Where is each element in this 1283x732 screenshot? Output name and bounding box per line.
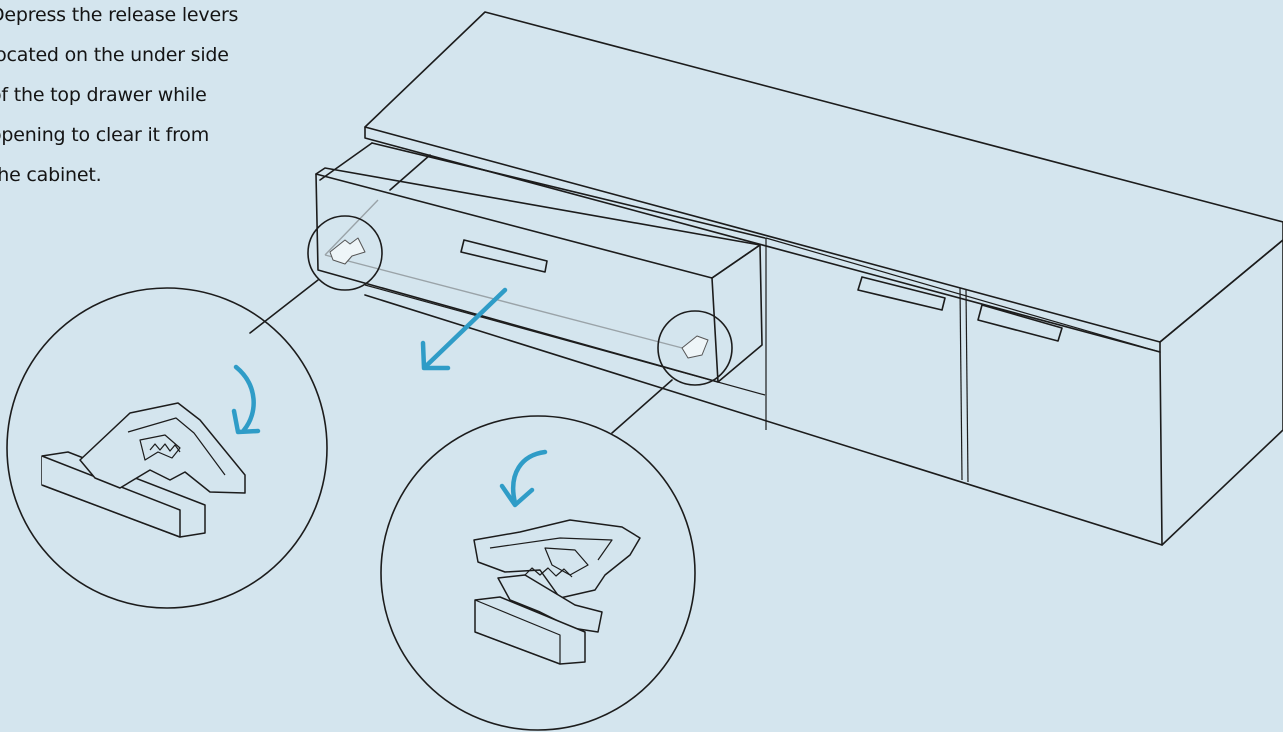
pull-arrow-head — [420, 340, 451, 371]
cabinet-side-right — [1159, 239, 1283, 546]
lever-right-teeth — [524, 567, 573, 578]
lever-right-top — [473, 519, 641, 599]
drawer — [315, 142, 766, 383]
detail-circle-left — [6, 287, 328, 609]
lever-left-body — [79, 402, 246, 494]
door-left-handle — [857, 276, 946, 311]
pull-direction-arrow — [420, 287, 508, 371]
door-left-edge — [765, 237, 1161, 353]
cabinet-top — [364, 11, 1283, 343]
drawer-lever-right — [681, 335, 709, 359]
connector-left — [249, 279, 319, 334]
cabinet — [364, 11, 1283, 546]
instruction-text: Depress the release levers located on th… — [0, 0, 300, 200]
release-lever-left — [41, 402, 246, 538]
drawer-lever-left — [329, 237, 366, 265]
lever-right-inner — [489, 537, 613, 576]
lever-left-teeth — [149, 443, 181, 453]
instruction-line-3: of the top drawer while — [0, 84, 207, 106]
lever-left-inner — [127, 417, 226, 476]
magnifier-circle-right-small — [657, 310, 733, 386]
drawer-handle — [460, 239, 548, 273]
door-divider — [959, 287, 963, 481]
pull-arrow-shaft — [422, 287, 508, 370]
door-divider-2 — [965, 289, 969, 483]
door-right — [977, 304, 1063, 342]
detail-right — [380, 415, 696, 731]
lever-right-base-front — [474, 599, 561, 665]
rotate-arrow-right — [511, 449, 548, 506]
detail-left — [6, 287, 328, 609]
cabinet-front — [364, 294, 1163, 546]
rotate-arrow-left — [233, 364, 256, 433]
instruction-line-5: the cabinet. — [0, 164, 102, 186]
lever-right-stem — [497, 574, 603, 633]
drawer-inner-top — [371, 142, 766, 239]
drawer-front-right-side — [711, 244, 763, 383]
connector-right — [611, 379, 673, 434]
instruction-line-1: Depress the release levers — [0, 4, 239, 26]
door-right-handle — [977, 304, 1063, 342]
instruction-line-4: opening to clear it from — [0, 124, 210, 146]
instruction-line-2: located on the under side — [0, 44, 229, 66]
rotate-arrow-left-head — [231, 408, 261, 435]
detail-circle-right — [380, 415, 696, 731]
cabinet-top-edge — [364, 126, 1161, 353]
rotate-arrow-right-head — [499, 483, 535, 508]
magnifier-circle-left-small — [307, 215, 383, 291]
drawer-side — [319, 142, 431, 191]
release-lever-right — [473, 519, 641, 665]
lever-guide-line — [324, 199, 691, 351]
door-left — [765, 237, 1161, 353]
